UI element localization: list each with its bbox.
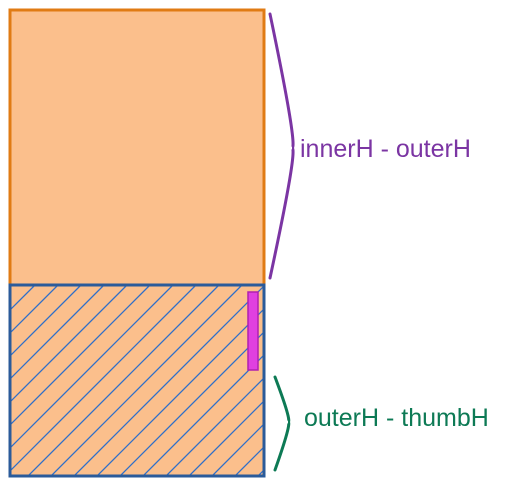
bottom-brace-label: outerH - thumbH	[304, 404, 489, 432]
bottom-brace	[273, 375, 291, 472]
top-brace	[268, 12, 295, 280]
hatch-line	[281, 286, 471, 476]
scroll-thumb	[247, 291, 259, 371]
hatch-line	[11, 286, 58, 333]
hatch-line	[28, 286, 219, 475]
hatch-line	[143, 354, 264, 475]
hatch-line	[11, 286, 173, 448]
hatch-line	[11, 286, 127, 402]
hatch-line	[212, 423, 264, 475]
hatch-line	[11, 286, 104, 379]
top-brace-label: innerH - outerH	[300, 135, 471, 163]
hatch-line	[11, 286, 81, 356]
hatch-line	[11, 286, 196, 471]
viewport-hatching	[11, 286, 471, 476]
hatch-line	[74, 286, 264, 475]
content-rect	[8, 8, 266, 478]
hatch-line	[51, 286, 242, 475]
hatch-line	[120, 331, 264, 475]
hatch-line	[189, 400, 264, 475]
hatch-line	[166, 377, 264, 475]
viewport-rect	[8, 283, 266, 478]
hatch-line	[11, 286, 150, 425]
hatch-line	[258, 469, 264, 475]
